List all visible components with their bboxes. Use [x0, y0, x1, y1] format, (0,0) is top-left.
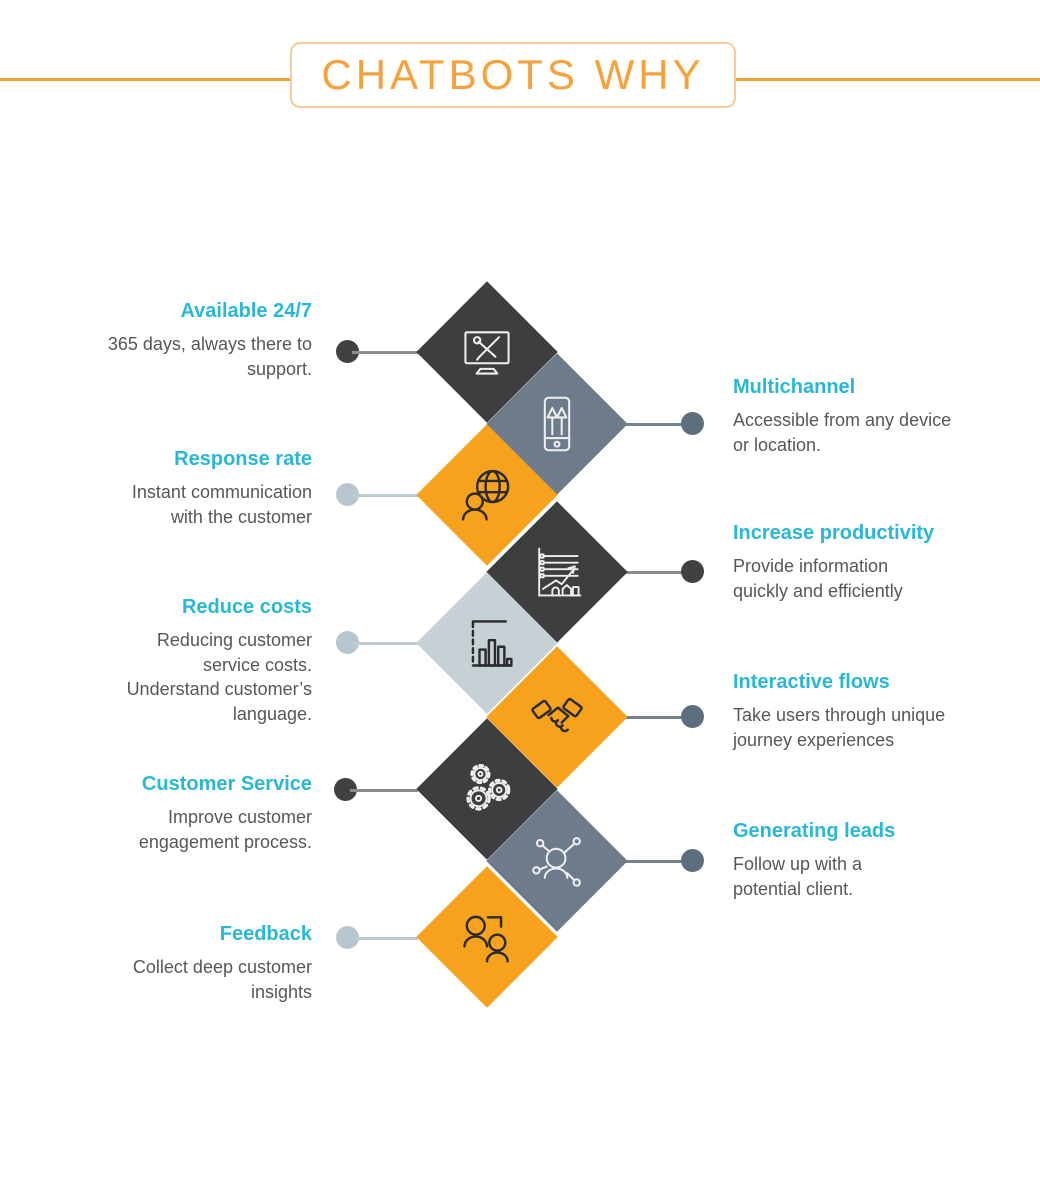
- item-heading: Multichannel: [733, 376, 856, 398]
- item-body: Accessible from any device or location.: [733, 410, 952, 455]
- connector-line: [352, 937, 418, 940]
- phone-upgrade-icon: [543, 396, 571, 452]
- gears-icon: [466, 763, 511, 811]
- connector-dot: [681, 412, 704, 435]
- diamond-feedback: [416, 866, 558, 1008]
- connector-dot: [334, 778, 357, 801]
- connector-line: [350, 789, 418, 792]
- diamond-customer-service: [416, 718, 558, 860]
- title-box: CHATBOTS WHY: [290, 42, 736, 108]
- header-rule-right: [736, 78, 1040, 81]
- item-body: Improve customer engagement process.: [138, 807, 312, 852]
- item-customer-service: Customer Service Improve customer engage…: [22, 773, 312, 854]
- page-title: CHATBOTS WHY: [321, 51, 705, 98]
- diamond-multichannel: [486, 353, 628, 495]
- item-body: Provide information quickly and efficien…: [733, 556, 903, 601]
- computer-repair-icon: [464, 331, 510, 375]
- item-heading: Increase productivity: [733, 522, 935, 544]
- diamond-generating-leads: [486, 790, 628, 932]
- connector-dot: [681, 705, 704, 728]
- connector-line: [625, 716, 685, 719]
- item-reduce-costs: Reduce costs Reducing customer service c…: [22, 596, 312, 726]
- connector-dot: [681, 849, 704, 872]
- connector-dot: [681, 560, 704, 583]
- connector-line: [625, 423, 685, 426]
- growth-chart-icon: [538, 547, 582, 597]
- diamond-reduce-costs: [416, 572, 558, 714]
- connector-line: [352, 494, 418, 497]
- item-heading: Reduce costs: [181, 596, 312, 618]
- item-body: Follow up with a potential client.: [733, 854, 863, 899]
- connector-dot: [336, 631, 359, 654]
- connector-dot: [336, 926, 359, 949]
- item-generating-leads: Generating leads Follow up with a potent…: [733, 820, 1040, 901]
- item-body: Instant communication with the customer: [131, 482, 312, 527]
- item-interactive-flows: Interactive flows Take users through uni…: [733, 671, 1040, 752]
- item-response-rate: Response rate Instant communication with…: [22, 448, 312, 529]
- item-multichannel: Multichannel Accessible from any device …: [733, 376, 1040, 457]
- connector-line: [352, 642, 418, 645]
- item-heading: Response rate: [174, 448, 312, 470]
- lead-network-icon: [532, 837, 581, 887]
- diamond-interactive-flows: [486, 646, 628, 788]
- item-heading: Customer Service: [141, 773, 312, 795]
- item-body: 365 days, always there to support.: [107, 334, 312, 379]
- item-body: Reducing customer service costs. Underst…: [126, 630, 312, 724]
- diamond-increase-productivity: [486, 501, 628, 643]
- item-increase-productivity: Increase productivity Provide informatio…: [733, 522, 1040, 603]
- header-rule-left: [0, 78, 290, 81]
- item-body: Collect deep customer insights: [132, 957, 312, 1002]
- connector-dot: [336, 483, 359, 506]
- item-body: Take users through unique journey experi…: [733, 705, 946, 750]
- connector-line: [352, 351, 418, 354]
- connector-line: [625, 860, 685, 863]
- item-heading: Feedback: [219, 923, 312, 945]
- item-heading: Interactive flows: [733, 671, 890, 693]
- globe-user-icon: [461, 469, 510, 521]
- diamond-available-247: [416, 281, 558, 423]
- feedback-users-icon: [463, 915, 509, 963]
- connector-dot: [336, 340, 359, 363]
- diamond-response-rate: [416, 424, 558, 566]
- item-heading: Generating leads: [733, 820, 896, 842]
- bar-chart-icon: [471, 620, 513, 667]
- item-heading: Available 24/7: [180, 300, 312, 322]
- connector-line: [625, 571, 685, 574]
- handshake-icon: [531, 697, 583, 733]
- item-feedback: Feedback Collect deep customer insights: [22, 923, 312, 1004]
- item-available-247: Available 24/7 365 days, always there to…: [22, 300, 312, 381]
